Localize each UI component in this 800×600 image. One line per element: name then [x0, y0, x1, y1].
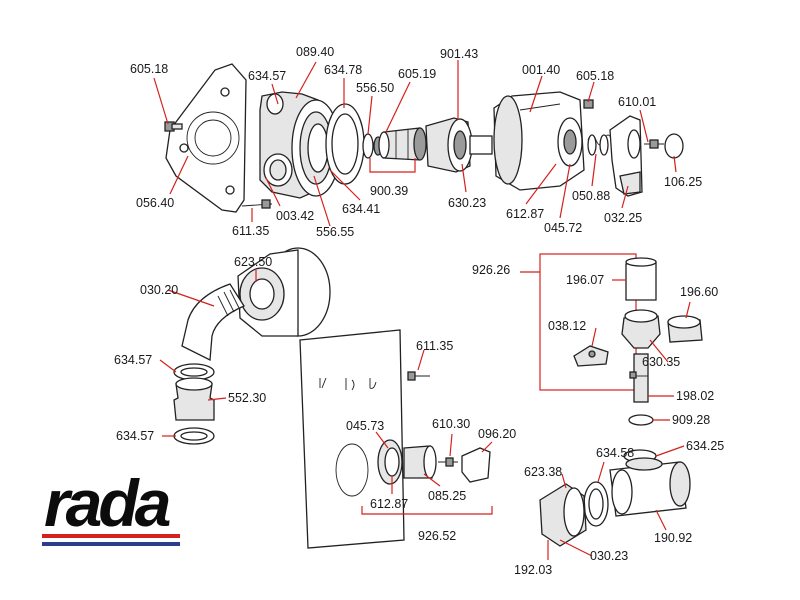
label-634-41: 634.41 [342, 202, 380, 216]
part-screw-611-35-b [407, 371, 430, 381]
label-611-35: 611.35 [232, 224, 269, 238]
label-050-88: 050.88 [572, 189, 610, 203]
part-mounting-plate-056-40 [165, 63, 247, 213]
part-oring-634-57-b [173, 363, 215, 381]
logo-stripe-red [42, 534, 180, 538]
part-backplate-623-50 [237, 247, 331, 337]
part-handle-096-20 [438, 447, 491, 483]
label-630-35: 630.35 [642, 355, 680, 369]
elbow-assembly [173, 247, 331, 445]
bracket-900-39 [369, 158, 416, 173]
label-605-19: 605.19 [398, 67, 436, 81]
rada-logo: rada [42, 466, 180, 546]
part-seal-634-78 [325, 103, 365, 185]
part-oring-634-58 [583, 481, 609, 527]
part-adapter-552-30 [173, 377, 215, 421]
part-pin-611-35 [241, 199, 273, 209]
part-panel-plate [299, 329, 405, 549]
label-045-73: 045.73 [346, 419, 384, 433]
label-196-07: 196.07 [566, 273, 604, 287]
label-612-87-b: 612.87 [370, 497, 408, 511]
label-634-57-b: 634.57 [114, 353, 152, 367]
part-washer-909-28 [628, 414, 654, 426]
panel-assembly [299, 329, 493, 549]
label-630-23: 630.23 [448, 196, 486, 210]
label-556-55: 556.55 [316, 225, 354, 239]
label-605-18: 605.18 [130, 62, 168, 76]
label-192-03: 192.03 [514, 563, 552, 577]
right-assembly [539, 253, 703, 547]
part-spindle-900-39 [378, 127, 427, 161]
top-valve-assembly [164, 63, 684, 213]
label-634-78: 634.78 [324, 63, 362, 77]
part-cam-038-12 [573, 345, 609, 367]
label-610-30: 610.30 [432, 417, 470, 431]
leader-lines [153, 60, 691, 560]
part-lever-032-25 [609, 115, 643, 197]
part-shroud-001-40 [493, 91, 585, 191]
label-552-30: 552.30 [228, 391, 266, 405]
rada-wordmark: rada [44, 466, 170, 540]
label-634-57: 634.57 [248, 69, 286, 83]
label-634-58: 634.58 [596, 446, 634, 460]
part-tee-190-92 [609, 457, 691, 517]
part-knob-045-73 [377, 439, 403, 485]
label-089-40: 089.40 [296, 45, 334, 59]
label-634-57-c: 634.57 [116, 429, 154, 443]
label-190-92: 190.92 [654, 531, 692, 545]
logo-stripe-blue [42, 542, 180, 546]
part-elbow-030-20 [181, 283, 245, 362]
label-926-52: 926.52 [418, 529, 456, 543]
label-056-40: 056.40 [136, 196, 174, 210]
label-003-42: 003.42 [276, 209, 314, 223]
label-634-25: 634.25 [686, 439, 724, 453]
label-032-25: 032.25 [604, 211, 642, 225]
part-nut-623-38 [539, 483, 587, 547]
label-926-26: 926.26 [472, 263, 510, 277]
part-sleeve-085-25 [403, 445, 437, 479]
label-900-39: 900.39 [370, 184, 408, 198]
part-cap-106-25 [644, 133, 684, 159]
label-610-01: 610.01 [618, 95, 656, 109]
label-611-35-b: 611.35 [416, 339, 453, 353]
part-cap-196-07 [625, 257, 657, 301]
label-198-02: 198.02 [676, 389, 714, 403]
label-030-23: 030.23 [590, 549, 628, 563]
label-038-12: 038.12 [548, 319, 586, 333]
label-001-40: 001.40 [522, 63, 560, 77]
label-030-20: 030.20 [140, 283, 178, 297]
label-556-50: 556.50 [356, 81, 394, 95]
part-oring-634-57-c [173, 427, 215, 445]
label-196-60: 196.60 [680, 285, 718, 299]
label-623-38: 623.38 [524, 465, 562, 479]
part-nut-196-60 [667, 315, 703, 343]
label-901-43: 901.43 [440, 47, 478, 61]
part-valve-630-35 [621, 309, 661, 349]
label-106-25: 106.25 [664, 175, 702, 189]
part-nut-901-43 [425, 117, 493, 173]
label-605-18-b: 605.18 [576, 69, 614, 83]
part-screw-605-18 [164, 121, 183, 132]
label-623-50: 623.50 [234, 255, 272, 269]
label-909-28: 909.28 [672, 413, 710, 427]
label-096-20: 096.20 [478, 427, 516, 441]
part-spring-050-88 [587, 134, 613, 156]
bracket-926-52 [361, 506, 493, 515]
part-labels: 605.18 089.40 634.57 634.78 605.19 556.5… [114, 45, 724, 577]
part-stem-198-02 [629, 353, 649, 403]
label-085-25: 085.25 [428, 489, 466, 503]
label-045-72: 045.72 [544, 221, 582, 235]
label-612-87: 612.87 [506, 207, 544, 221]
